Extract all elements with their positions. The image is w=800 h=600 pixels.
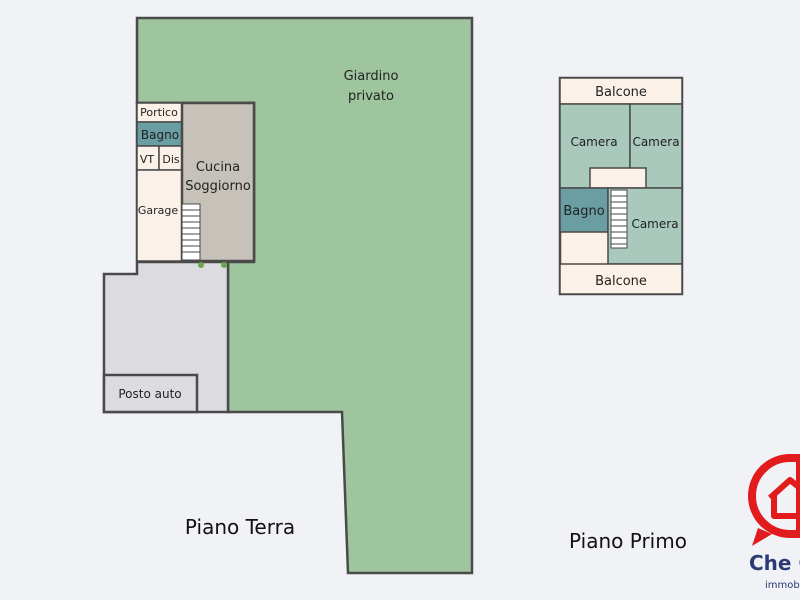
label-posto-auto: Posto auto xyxy=(118,387,181,401)
logo-tail-icon xyxy=(752,528,772,546)
label-camera-2: Camera xyxy=(632,135,679,149)
label-balcone-bottom: Balcone xyxy=(595,274,647,289)
ground-floor-title: Piano Terra xyxy=(185,515,295,539)
landing xyxy=(589,167,647,189)
label-giardino-1: Giardino xyxy=(344,69,399,84)
cucina-room xyxy=(180,101,256,263)
company-logo: Che C immobi xyxy=(748,454,800,591)
plant-icon xyxy=(198,262,227,268)
label-camera-1: Camera xyxy=(570,135,617,149)
logo-tagline: immobi xyxy=(765,580,800,591)
label-vt: VT xyxy=(140,153,155,166)
logo-pin-icon xyxy=(748,454,800,538)
label-giardino-2: privato xyxy=(348,89,394,104)
label-camera-3: Camera xyxy=(631,217,678,231)
logo-house-icon xyxy=(767,477,800,519)
logo-brand: Che C xyxy=(749,551,800,575)
label-balcone-top: Balcone xyxy=(595,85,647,100)
balcone-bottom-room xyxy=(559,263,683,295)
label-garage: Garage xyxy=(138,204,179,217)
ground-floor: Giardino privato Portico Bagno VT Dis Ga… xyxy=(102,16,474,575)
label-portico: Portico xyxy=(140,106,178,119)
first-floor: Balcone Camera Camera Bagno Camera Balco… xyxy=(558,76,687,553)
bagno-first-room xyxy=(559,187,609,233)
bagno-ground-room xyxy=(136,121,183,147)
label-bagno-ground: Bagno xyxy=(141,128,179,142)
label-cucina-2: Soggiorno xyxy=(185,179,251,194)
label-cucina-1: Cucina xyxy=(196,160,240,175)
stairs-ground xyxy=(181,203,201,261)
posto-auto-room xyxy=(102,373,199,414)
first-floor-title: Piano Primo xyxy=(569,529,687,553)
label-bagno-first: Bagno xyxy=(563,204,604,219)
stairs-first xyxy=(610,189,628,249)
label-dis: Dis xyxy=(162,153,180,166)
